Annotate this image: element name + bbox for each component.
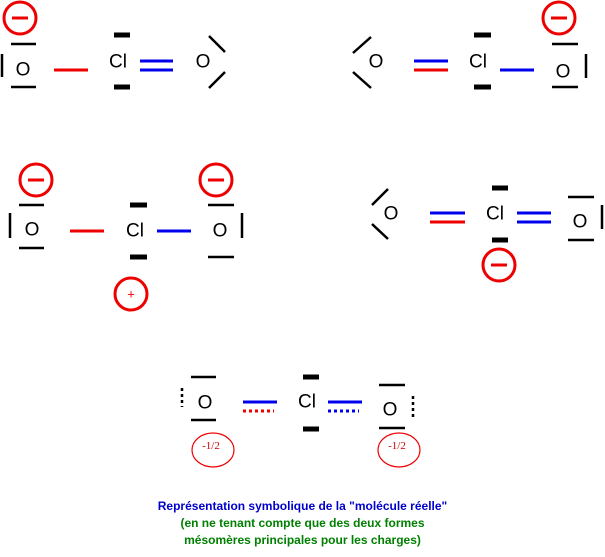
partial-charge-label: -1/2 xyxy=(202,440,220,452)
resonance-form-4: O Cl O xyxy=(371,185,604,283)
resonance-form-3: O Cl O + xyxy=(8,162,244,312)
caption-title: Représentation symbolique de la "molécul… xyxy=(157,499,448,513)
lone-pair xyxy=(208,35,226,53)
chlorine-atom: Cl xyxy=(298,392,316,413)
oxygen-atom: O xyxy=(196,52,211,73)
resonance-form-2: O Cl O xyxy=(352,0,588,90)
chlorine-atom: Cl xyxy=(109,52,127,73)
negative-charge-icon xyxy=(481,247,517,283)
negative-charge-icon xyxy=(198,162,234,198)
oxygen-atom: O xyxy=(384,204,399,225)
oxygen-atom: O xyxy=(213,221,228,242)
oxygen-atom: O xyxy=(556,62,571,83)
partial-charge-label: -1/2 xyxy=(388,440,406,452)
resonance-hybrid: O Cl O -1/2 -1/2 xyxy=(180,374,421,468)
lone-pair xyxy=(208,71,226,89)
negative-charge-icon xyxy=(2,0,38,36)
plus-sign: + xyxy=(127,287,135,302)
positive-charge-icon xyxy=(113,276,149,312)
lone-pair xyxy=(371,188,389,206)
chlorine-atom: Cl xyxy=(486,204,504,225)
oxygen-atom: O xyxy=(383,400,398,421)
partial-charge-ellipse xyxy=(191,432,235,468)
lone-pair xyxy=(352,36,372,54)
oxygen-atom: O xyxy=(369,52,384,73)
oxygen-atom: O xyxy=(573,212,588,233)
oxygen-atom: O xyxy=(16,60,31,81)
oxygen-atom: O xyxy=(198,393,213,414)
oxygen-atom: O xyxy=(25,220,40,241)
partial-charge-ellipse xyxy=(377,432,421,468)
lone-pair xyxy=(371,223,389,240)
resonance-form-1: O Cl O xyxy=(0,0,226,90)
caption-note-line1: (en ne tenant compte que des deux formes xyxy=(180,516,425,530)
negative-charge-icon xyxy=(18,162,54,198)
chlorine-atom: Cl xyxy=(469,52,487,73)
lone-pair xyxy=(352,71,372,89)
caption-note-line2: mésomères principales pour les charges) xyxy=(184,533,421,547)
chlorine-atom: Cl xyxy=(126,221,144,242)
negative-charge-icon xyxy=(541,0,577,36)
